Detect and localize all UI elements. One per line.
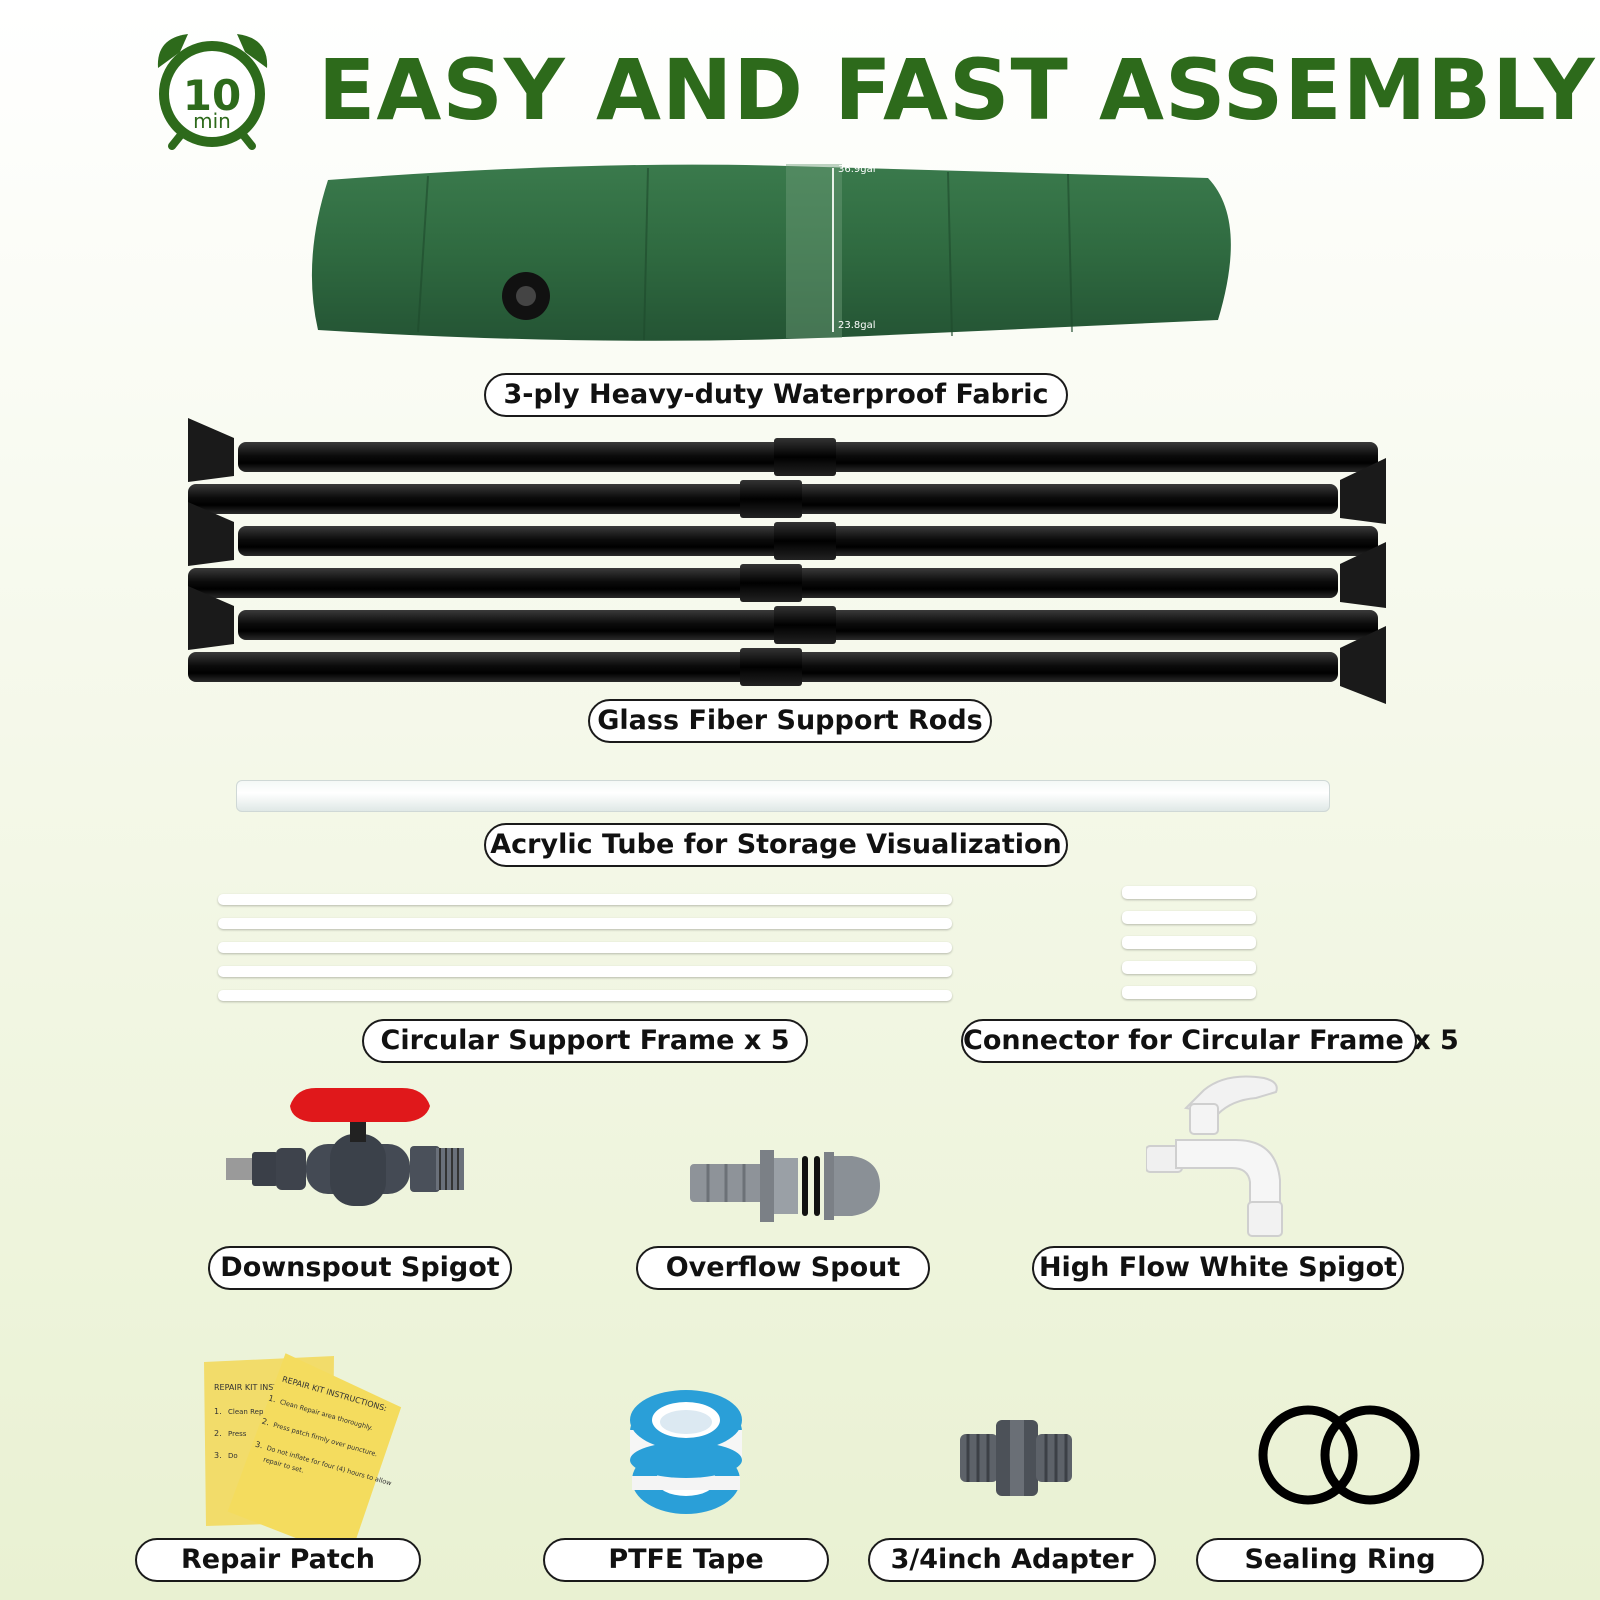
white-spigot-image — [1145, 1070, 1306, 1238]
acrylic-tube-image — [236, 780, 1330, 812]
timer-unit: min — [193, 109, 231, 133]
label-downspout: Downspout Spigot — [208, 1246, 512, 1290]
label-tube: Acrylic Tube for Storage Visualization — [484, 823, 1068, 867]
page-title: EASY AND FAST ASSEMBLY — [318, 41, 1596, 139]
repair-sheet-back-line: 3. — [214, 1451, 222, 1460]
downspout-spigot-image — [226, 1086, 476, 1226]
timer-icon: 10 min — [150, 28, 275, 150]
sealing-ring-image — [1256, 1402, 1422, 1508]
ptfe-tape-image — [628, 1372, 744, 1522]
repair-sheet-front-line: 1. — [267, 1394, 277, 1405]
label-overflow: Overflow Spout — [636, 1246, 930, 1290]
water-bag-image: 36.9gal 23.8gal — [308, 160, 1248, 348]
fiber-rods-image — [188, 418, 1388, 708]
gallon-mark-bottom: 23.8gal — [838, 320, 876, 331]
repair-sheet-front-line: 3. — [254, 1440, 264, 1451]
repair-sheet-back-line: 1. — [214, 1407, 222, 1416]
label-frame: Circular Support Frame x 5 — [362, 1019, 808, 1063]
label-ptfe: PTFE Tape — [543, 1538, 829, 1582]
label-rods: Glass Fiber Support Rods — [588, 699, 992, 743]
gallon-mark-top: 36.9gal — [838, 164, 876, 175]
repair-sheet-back-line: 2. — [214, 1429, 222, 1438]
label-repair-patch: Repair Patch — [135, 1538, 421, 1582]
repair-sheet-back-line: Press — [228, 1430, 247, 1438]
repair-sheet-back-title: REPAIR KIT INSTR — [214, 1383, 284, 1392]
repair-sheet-back-line: Clean Rep — [228, 1408, 264, 1416]
label-white-spigot: High Flow White Spigot — [1032, 1246, 1404, 1290]
label-sealing-ring: Sealing Ring — [1196, 1538, 1484, 1582]
repair-sheet-back-line: Do — [228, 1452, 238, 1460]
overflow-spout-image — [690, 1148, 882, 1224]
timer-number: 10 — [183, 71, 241, 120]
repair-sheet-front-line: 2. — [261, 1417, 271, 1428]
label-adapter: 3/4inch Adapter — [868, 1538, 1156, 1582]
label-fabric: 3-ply Heavy-duty Waterproof Fabric — [484, 373, 1068, 417]
repair-patch-image: REPAIR KIT INSTR 1. Clean Rep 2. Press 3… — [204, 1350, 414, 1559]
adapter-image — [960, 1418, 1072, 1498]
label-connector: Connector for Circular Frame x 5 — [961, 1019, 1459, 1063]
frame-rods-image — [218, 890, 952, 1001]
connectors-image — [1122, 884, 1256, 1000]
